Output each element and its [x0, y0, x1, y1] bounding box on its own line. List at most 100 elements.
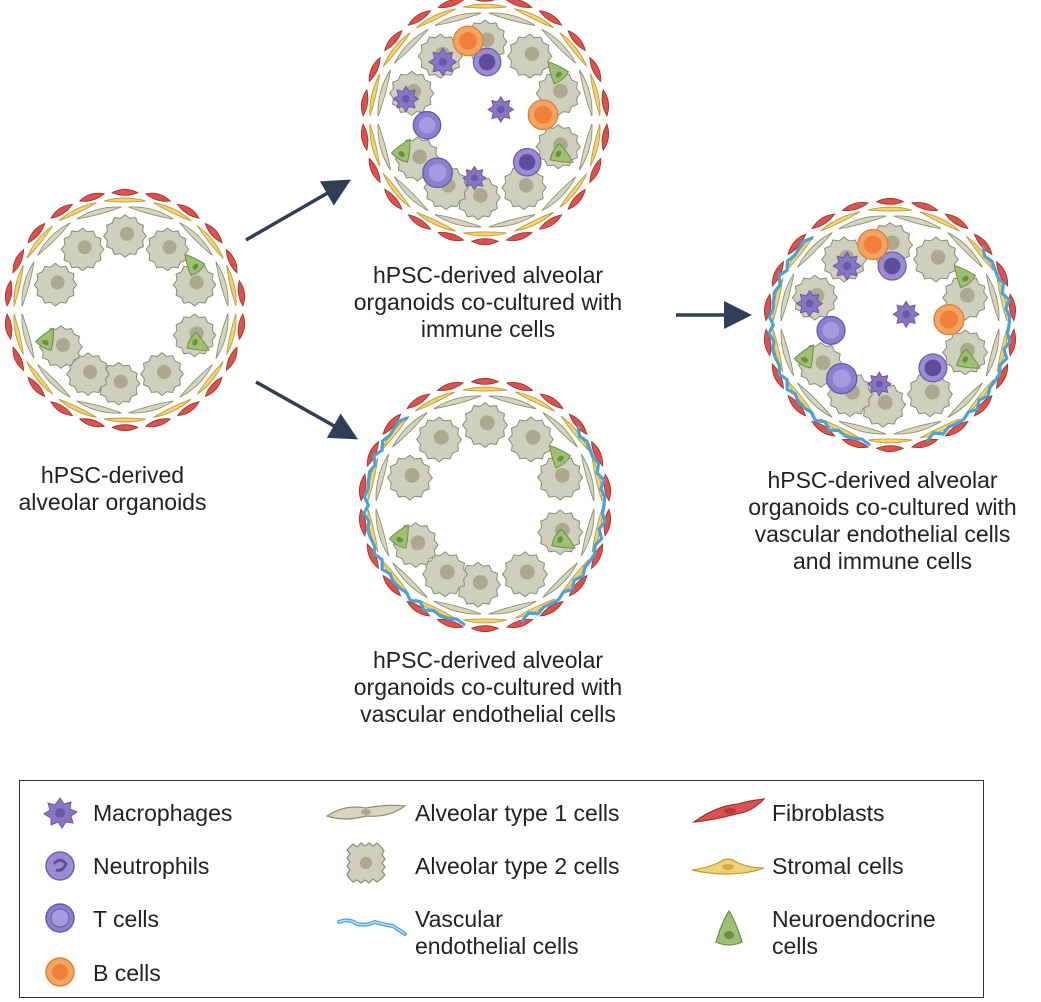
cell-nucleus — [924, 359, 942, 377]
fibroblast-layer — [505, 0, 533, 8]
cell-nucleus — [433, 429, 449, 445]
cell-nucleus — [962, 356, 969, 363]
alveolar-type-1-layer — [579, 123, 593, 171]
b-cell-icon — [45, 957, 75, 987]
fibroblast-layer — [111, 424, 139, 432]
alveolar-type-1-icon — [325, 804, 407, 820]
alveolar-type-1-layer — [128, 206, 174, 220]
fibroblast-layer — [944, 213, 969, 230]
cell-nucleus — [553, 83, 568, 99]
organoid-base — [4, 188, 246, 432]
stromal-layer — [514, 8, 554, 29]
alveolar-type-1-layer — [393, 28, 429, 64]
alveolar-type-1-layer — [838, 215, 887, 230]
fibroblast-layer — [996, 260, 1009, 287]
legend-label-macrophages: Macrophages — [93, 800, 233, 826]
stromal-layer — [13, 313, 24, 355]
vascular-endothelial-cell — [767, 236, 871, 446]
neuroendocrine-cell — [793, 344, 814, 369]
cell-nucleus — [960, 287, 975, 303]
fibroblast-layer — [996, 363, 1009, 390]
fibroblast-layer — [50, 203, 74, 219]
fibroblast-layer — [910, 438, 939, 449]
fibroblast-layer — [50, 401, 74, 417]
alveolar-type-1-layer — [215, 261, 229, 307]
fibroblast-layer — [787, 394, 807, 417]
fibroblast-layer — [567, 29, 586, 52]
alveolar-type-1-layer — [542, 412, 578, 448]
cell-nucleus — [930, 249, 946, 265]
cell-nucleus — [518, 178, 534, 193]
fibroblast-layer — [505, 232, 533, 242]
fibroblast-layer — [603, 508, 612, 537]
alveolar-type-1-layer — [580, 453, 595, 502]
stromal-layer — [819, 418, 861, 439]
vascular-endothelial-cell — [362, 416, 466, 626]
neuroendocrine-cell — [186, 331, 210, 351]
fibroblast-layer — [973, 233, 993, 256]
fibroblast-layer — [538, 10, 563, 26]
cell-nucleus — [42, 339, 49, 346]
neuroendocrine-icon — [715, 909, 743, 946]
cell-nucleus — [962, 275, 969, 282]
arrow-to-vascular — [255, 380, 359, 440]
fibroblast-layer — [368, 157, 381, 184]
fibroblast-layer — [368, 56, 381, 83]
stromal-layer — [382, 173, 411, 208]
cell-nucleus — [428, 163, 447, 182]
stromal-layer — [819, 211, 861, 232]
neuroendocrine-cell — [388, 524, 409, 549]
cell-nucleus — [470, 174, 478, 182]
cell-nucleus — [555, 150, 562, 158]
cell-nucleus — [497, 105, 505, 114]
neuroendocrine-cell — [390, 138, 411, 163]
alveolar-type-1-layer — [797, 232, 833, 268]
cell-nucleus — [77, 240, 92, 255]
cell-nucleus — [479, 32, 495, 48]
fibroblast-layer — [111, 188, 139, 196]
fibroblast-layer — [470, 238, 500, 246]
cell-nucleus — [822, 321, 840, 339]
alveolar-type-1-layer — [580, 508, 595, 557]
neuroendocrine-cell — [549, 142, 574, 163]
alveolar-type-1-layer — [579, 69, 593, 117]
alveolar-type-1-layer — [179, 222, 213, 256]
alveolar-type-1-layer — [21, 261, 35, 307]
alveolar-type-1-layer — [21, 313, 35, 359]
organoid-vascular — [358, 377, 612, 633]
stromal-layer — [591, 508, 603, 553]
fibroblast-layer — [406, 393, 431, 410]
cell-nucleus — [50, 275, 65, 290]
fibroblast-layer — [591, 543, 604, 570]
cell-nucleus — [805, 299, 814, 308]
neuroendocrine-cell — [551, 528, 576, 549]
fibroblast-layer — [204, 222, 223, 244]
fibroblast-layer — [601, 88, 610, 117]
fibroblast-layer — [841, 438, 870, 449]
alveolar-type-1-layer — [37, 364, 71, 398]
stromal-layer — [589, 73, 601, 117]
fibroblast-layer — [78, 192, 106, 202]
fibroblast-layer — [470, 625, 500, 633]
cell-nucleus — [557, 455, 564, 462]
alveolar-type-1-layer — [179, 364, 213, 398]
fibroblast-layer — [407, 214, 432, 230]
stromal-layer — [26, 361, 54, 395]
fibroblast-layer — [567, 188, 586, 211]
alveolar-type-1-layer — [488, 214, 536, 228]
alveolar-type-1-layer — [488, 600, 537, 615]
cell-nucleus — [192, 263, 199, 270]
cell-nucleus — [863, 235, 882, 254]
alveolar-type-1-layer — [488, 12, 536, 26]
fibroblast-layer — [27, 222, 46, 244]
alveolar-type-1-layer — [434, 12, 482, 26]
fibroblast-layer — [204, 376, 223, 398]
alveolar-type-2-icon — [346, 842, 386, 884]
cell-nucleus — [157, 364, 172, 379]
stromal-layer — [196, 361, 224, 395]
fibroblast-layer — [144, 192, 172, 202]
